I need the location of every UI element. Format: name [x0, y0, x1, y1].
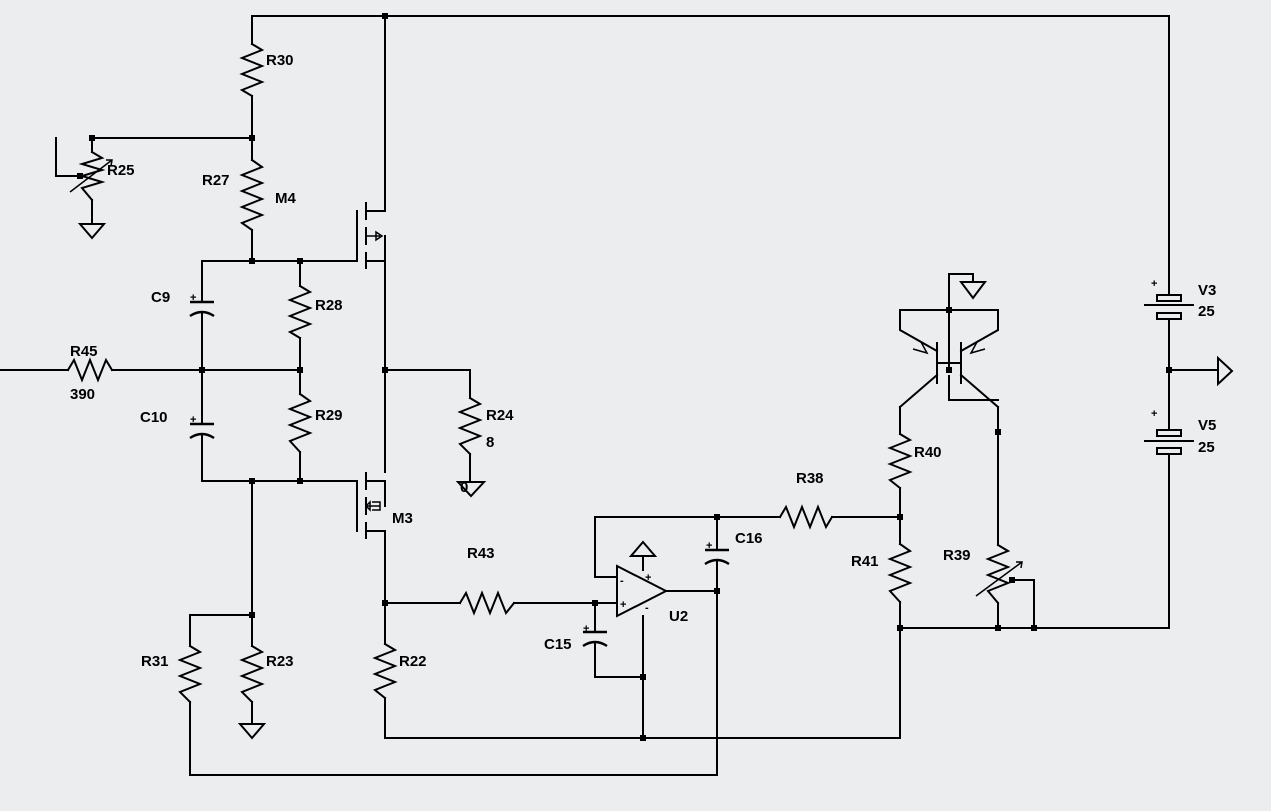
- battery-v3-plate-bot: [1156, 312, 1182, 320]
- component-labels: R30 R25 R27 M4 C9 R28 R45 390 C10 R29 R2…: [70, 52, 1216, 670]
- resistor-r41: [887, 542, 913, 604]
- ground-supply: [1217, 355, 1234, 387]
- capacitor-c15: [582, 630, 608, 648]
- svg-text:+: +: [1151, 408, 1157, 420]
- trimmer-arrow-r39: [975, 561, 1023, 597]
- label-r45-value: 390: [70, 386, 95, 403]
- label-c9: C9: [151, 289, 170, 306]
- resistor-r43: [458, 590, 516, 616]
- ground-bjt: [959, 281, 987, 300]
- resistor-r40: [887, 432, 913, 490]
- capacitor-c9: [189, 300, 215, 318]
- label-c10: C10: [140, 409, 168, 426]
- label-r31: R31: [141, 653, 169, 670]
- label-v5: V5: [1198, 417, 1216, 434]
- label-c15: C15: [544, 636, 572, 653]
- label-r38: R38: [796, 470, 824, 487]
- label-r24-ground: 0: [460, 479, 468, 496]
- svg-text:+: +: [645, 572, 651, 584]
- resistors: [66, 42, 1023, 704]
- label-c16: C16: [735, 530, 763, 547]
- svg-text:+: +: [190, 414, 196, 426]
- label-r28: R28: [315, 297, 343, 314]
- label-r24-value: 8: [486, 434, 494, 451]
- label-r43: R43: [467, 545, 495, 562]
- svg-text:-: -: [645, 602, 649, 614]
- label-r27: R27: [202, 172, 230, 189]
- resistor-r25: [78, 150, 106, 202]
- wires: [0, 15, 1219, 776]
- capacitor-c10: [189, 422, 215, 440]
- junction-dots: [77, 13, 1172, 741]
- svg-text:+: +: [706, 540, 712, 552]
- mosfet-m3: [356, 472, 386, 539]
- resistor-r24: [457, 396, 483, 456]
- resistor-r38: [778, 504, 834, 530]
- mosfet-m4: [356, 202, 386, 269]
- svg-text:+: +: [190, 292, 196, 304]
- label-r23: R23: [266, 653, 294, 670]
- resistor-r27: [239, 158, 265, 232]
- label-v3: V3: [1198, 282, 1216, 299]
- resistor-r23: [239, 644, 265, 704]
- bjt-pair: [912, 341, 986, 384]
- label-r39: R39: [943, 547, 971, 564]
- resistor-r31: [177, 644, 203, 704]
- resistor-r30: [239, 42, 265, 98]
- resistor-r39: [985, 543, 1011, 605]
- capacitors: [189, 300, 730, 648]
- ground-opamp: [628, 540, 658, 557]
- batteries: [1144, 280, 1194, 460]
- ground-r23: [237, 723, 267, 740]
- label-r29: R29: [315, 407, 343, 424]
- resistor-r45: [66, 357, 114, 383]
- label-r40: R40: [914, 444, 942, 461]
- polarity-signs: + + + + + - + - + +: [190, 278, 1157, 635]
- trimmer-arrow-r25: [69, 159, 113, 193]
- opamp-u2: [616, 564, 669, 618]
- ground-symbols: [77, 223, 1234, 740]
- label-r30: R30: [266, 52, 294, 69]
- label-r41: R41: [851, 553, 879, 570]
- svg-text:+: +: [620, 599, 626, 611]
- label-m3: M3: [392, 510, 413, 527]
- svg-text:+: +: [1151, 278, 1157, 290]
- label-v3-value: 25: [1198, 303, 1215, 320]
- resistor-r22: [372, 642, 398, 700]
- resistor-r29: [287, 392, 313, 454]
- svg-text:-: -: [620, 575, 624, 587]
- label-r25: R25: [107, 162, 135, 179]
- resistor-r28: [287, 284, 313, 340]
- label-u2: U2: [669, 608, 688, 625]
- label-r24: R24: [486, 407, 514, 424]
- label-r45: R45: [70, 343, 98, 360]
- label-r22: R22: [399, 653, 427, 670]
- svg-text:+: +: [583, 623, 589, 635]
- ground-r25: [77, 223, 107, 240]
- label-m4: M4: [275, 190, 296, 207]
- ground-r24: [455, 481, 487, 498]
- capacitor-c16: [704, 548, 730, 566]
- label-v5-value: 25: [1198, 439, 1215, 456]
